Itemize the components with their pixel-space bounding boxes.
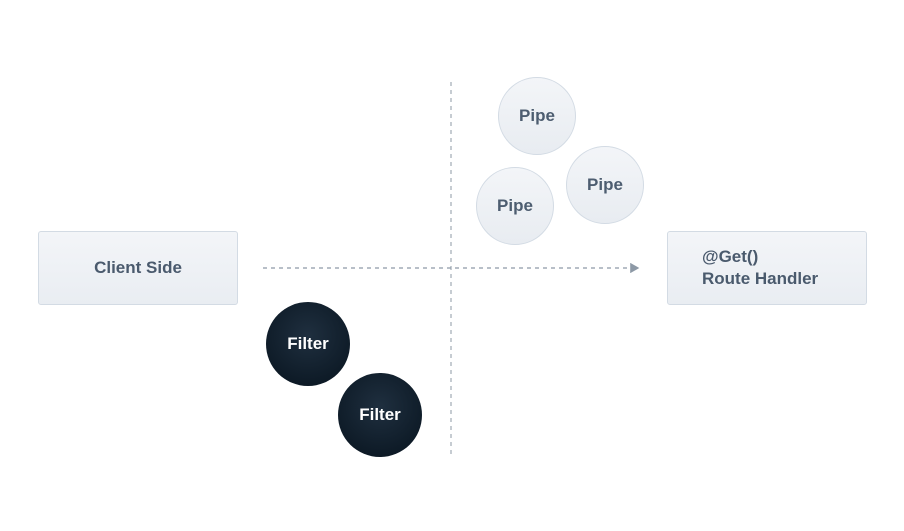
pipe-node: Pipe xyxy=(476,167,554,245)
filter-label: Filter xyxy=(359,405,401,424)
client-side-label: Client Side xyxy=(94,258,182,277)
filter-label: Filter xyxy=(287,334,329,353)
pipe-node: Pipe xyxy=(498,77,576,155)
route-handler-decorator: @Get() xyxy=(702,247,759,266)
filter-node: Filter xyxy=(266,302,350,386)
pipe-label: Pipe xyxy=(519,106,555,125)
client-side-box: Client Side xyxy=(38,231,238,305)
route-handler-box: @Get() Route Handler xyxy=(667,231,867,305)
route-handler-label: Route Handler xyxy=(702,269,819,288)
filter-node: Filter xyxy=(338,373,422,457)
pipe-label: Pipe xyxy=(587,175,623,194)
pipe-label: Pipe xyxy=(497,196,533,215)
pipe-node: Pipe xyxy=(566,146,644,224)
